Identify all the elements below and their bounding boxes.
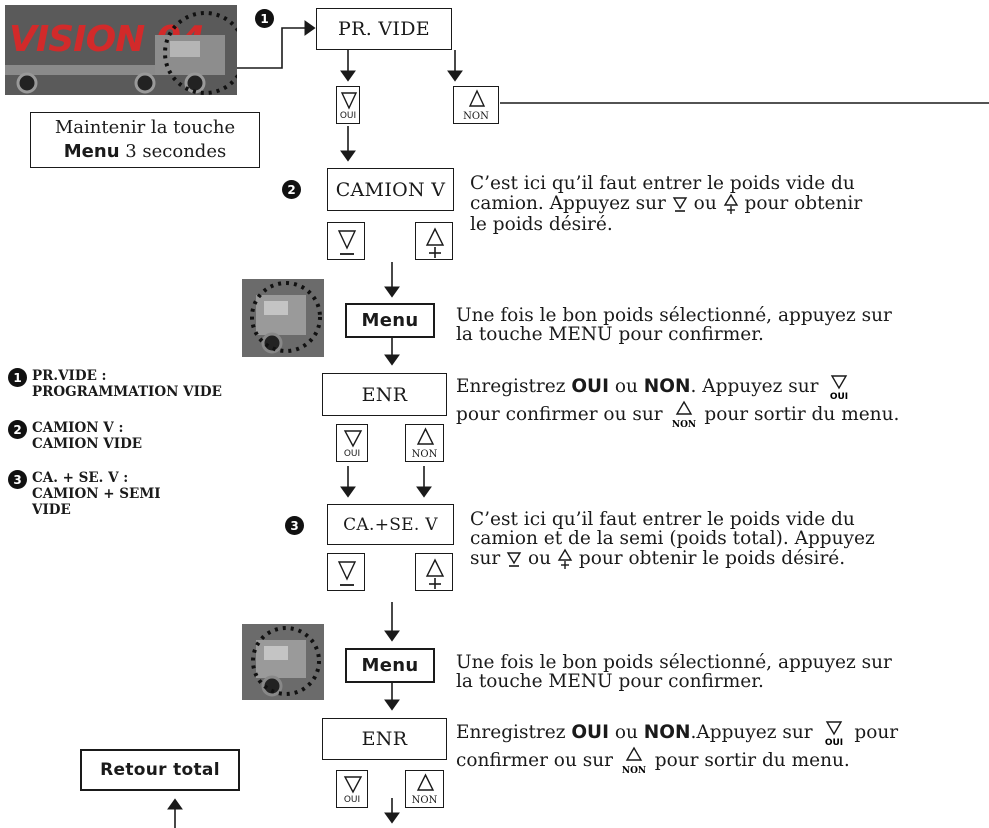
hold-note-line1: Maintenir la touche [54,117,236,138]
legend-title: CA. + SE. V : [32,470,129,486]
desc-line: le poids désiré. [470,214,613,235]
hold-note-line2: 3 secondes [119,141,227,162]
oui-key-label: OUI [343,795,361,805]
non-key-icon: NON [622,746,646,776]
svg-text:OUI: OUI [830,392,848,400]
desc-line: Enregistrez OUI ou NON.Appuyez sur OUI p… [456,721,899,746]
legend-number-2: 2 [8,420,27,439]
menu-button[interactable]: Menu [345,648,435,683]
desc-line: C’est ici qu’il faut entrer le poids vid… [470,509,855,530]
desc-line: Enregistrez OUI ou NON. Appuyez sur OUI [456,374,899,400]
non-key-icon: NON [671,400,696,430]
oui-key-icon: OUI [824,721,843,746]
plus-key-icon [723,193,738,214]
desc-line: camion. Appuyez sur ou pour obtenir [470,193,863,214]
plus-key[interactable] [415,222,453,260]
desc-line: C’est ici qu’il faut entrer le poids vid… [470,173,855,194]
ca-se-description: C’est ici qu’il faut entrer le poids vid… [470,510,875,570]
desc-line: sur ou pour obtenir le poids désiré. [470,548,846,569]
pr-vide-box: PR. VIDE [316,8,452,50]
legend-desc: VIDE [32,502,71,518]
legend-number-1: 1 [8,368,27,387]
ca-se-v-box: CA.+SE. V [327,504,454,545]
oui-key[interactable]: OUI [336,86,360,124]
legend-desc: CAMION + SEMI [32,486,161,502]
oui-key-label: OUI [339,111,357,121]
non-key[interactable]: NON [405,424,444,462]
non-key-label: NON [463,111,489,122]
enr-box: ENR [322,718,447,760]
retour-total-button[interactable]: Retour total [80,749,240,791]
camion-description: C’est ici qu’il faut entrer le poids vid… [470,174,862,234]
enr-box: ENR [322,373,447,416]
legend-title: CAMION V : [32,420,124,436]
desc-line: Une fois le bon poids sélectionné, appuy… [456,305,892,326]
desc-line: la touche MENU pour confirmer. [456,671,764,692]
non-key-label: NON [411,449,438,460]
svg-text:NON: NON [622,766,646,776]
oui-key-icon: OUI [830,375,849,400]
minus-key-icon [506,552,522,567]
minus-key-icon [672,197,688,212]
menu-description: Une fois le bon poids sélectionné, appuy… [456,306,892,344]
step-number-1: 1 [255,9,274,28]
legend-title: PR.VIDE : [32,368,107,384]
oui-key[interactable]: OUI [336,424,368,462]
vision04-logo: VISION 04 [5,5,237,95]
menu-button[interactable]: Menu [345,303,435,338]
legend-desc: CAMION VIDE [32,436,143,452]
desc-line: Une fois le bon poids sélectionné, appuy… [456,652,892,673]
non-key-label: NON [411,795,438,806]
svg-text:OUI: OUI [824,738,842,746]
step-number-3: 3 [285,516,304,535]
desc-line: la touche MENU pour confirmer. [456,324,764,345]
hold-menu-note: Maintenir la touche Menu 3 secondes [30,112,260,168]
desc-line: camion et de la semi (poids total). Appu… [470,528,875,549]
svg-text:NON: NON [671,420,695,430]
step-number-2: 2 [282,180,301,199]
legend-ca-se-v: CA. + SE. V : CAMION + SEMI VIDE [32,470,161,518]
non-key[interactable]: NON [405,770,444,808]
plus-key[interactable] [415,553,453,591]
minus-key[interactable] [327,553,365,591]
hold-note-menu: Menu [63,141,120,162]
non-key[interactable]: NON [453,86,499,124]
oui-key-label: OUI [343,449,361,459]
oui-key[interactable]: OUI [336,770,368,808]
truck-photo [242,624,324,700]
legend-pr-vide: PR.VIDE : PROGRAMMATION VIDE [32,368,222,400]
plus-key-icon [557,548,573,569]
minus-key[interactable] [327,222,365,260]
enr-description: Enregistrez OUI ou NON. Appuyez sur OUI … [456,374,899,430]
menu2-description: Une fois le bon poids sélectionné, appuy… [456,653,892,691]
desc-line: confirmer ou sur NON pour sortir du menu… [456,746,898,776]
camion-v-box: CAMION V [327,168,454,211]
desc-line: pour confirmer ou sur NON pour sortir du… [456,400,899,430]
legend-camion-v: CAMION V : CAMION VIDE [32,420,142,452]
enr2-description: Enregistrez OUI ou NON.Appuyez sur OUI p… [456,720,898,776]
legend-desc: PROGRAMMATION VIDE [32,384,222,400]
legend-number-3: 3 [8,470,27,489]
truck-photo [242,279,324,357]
